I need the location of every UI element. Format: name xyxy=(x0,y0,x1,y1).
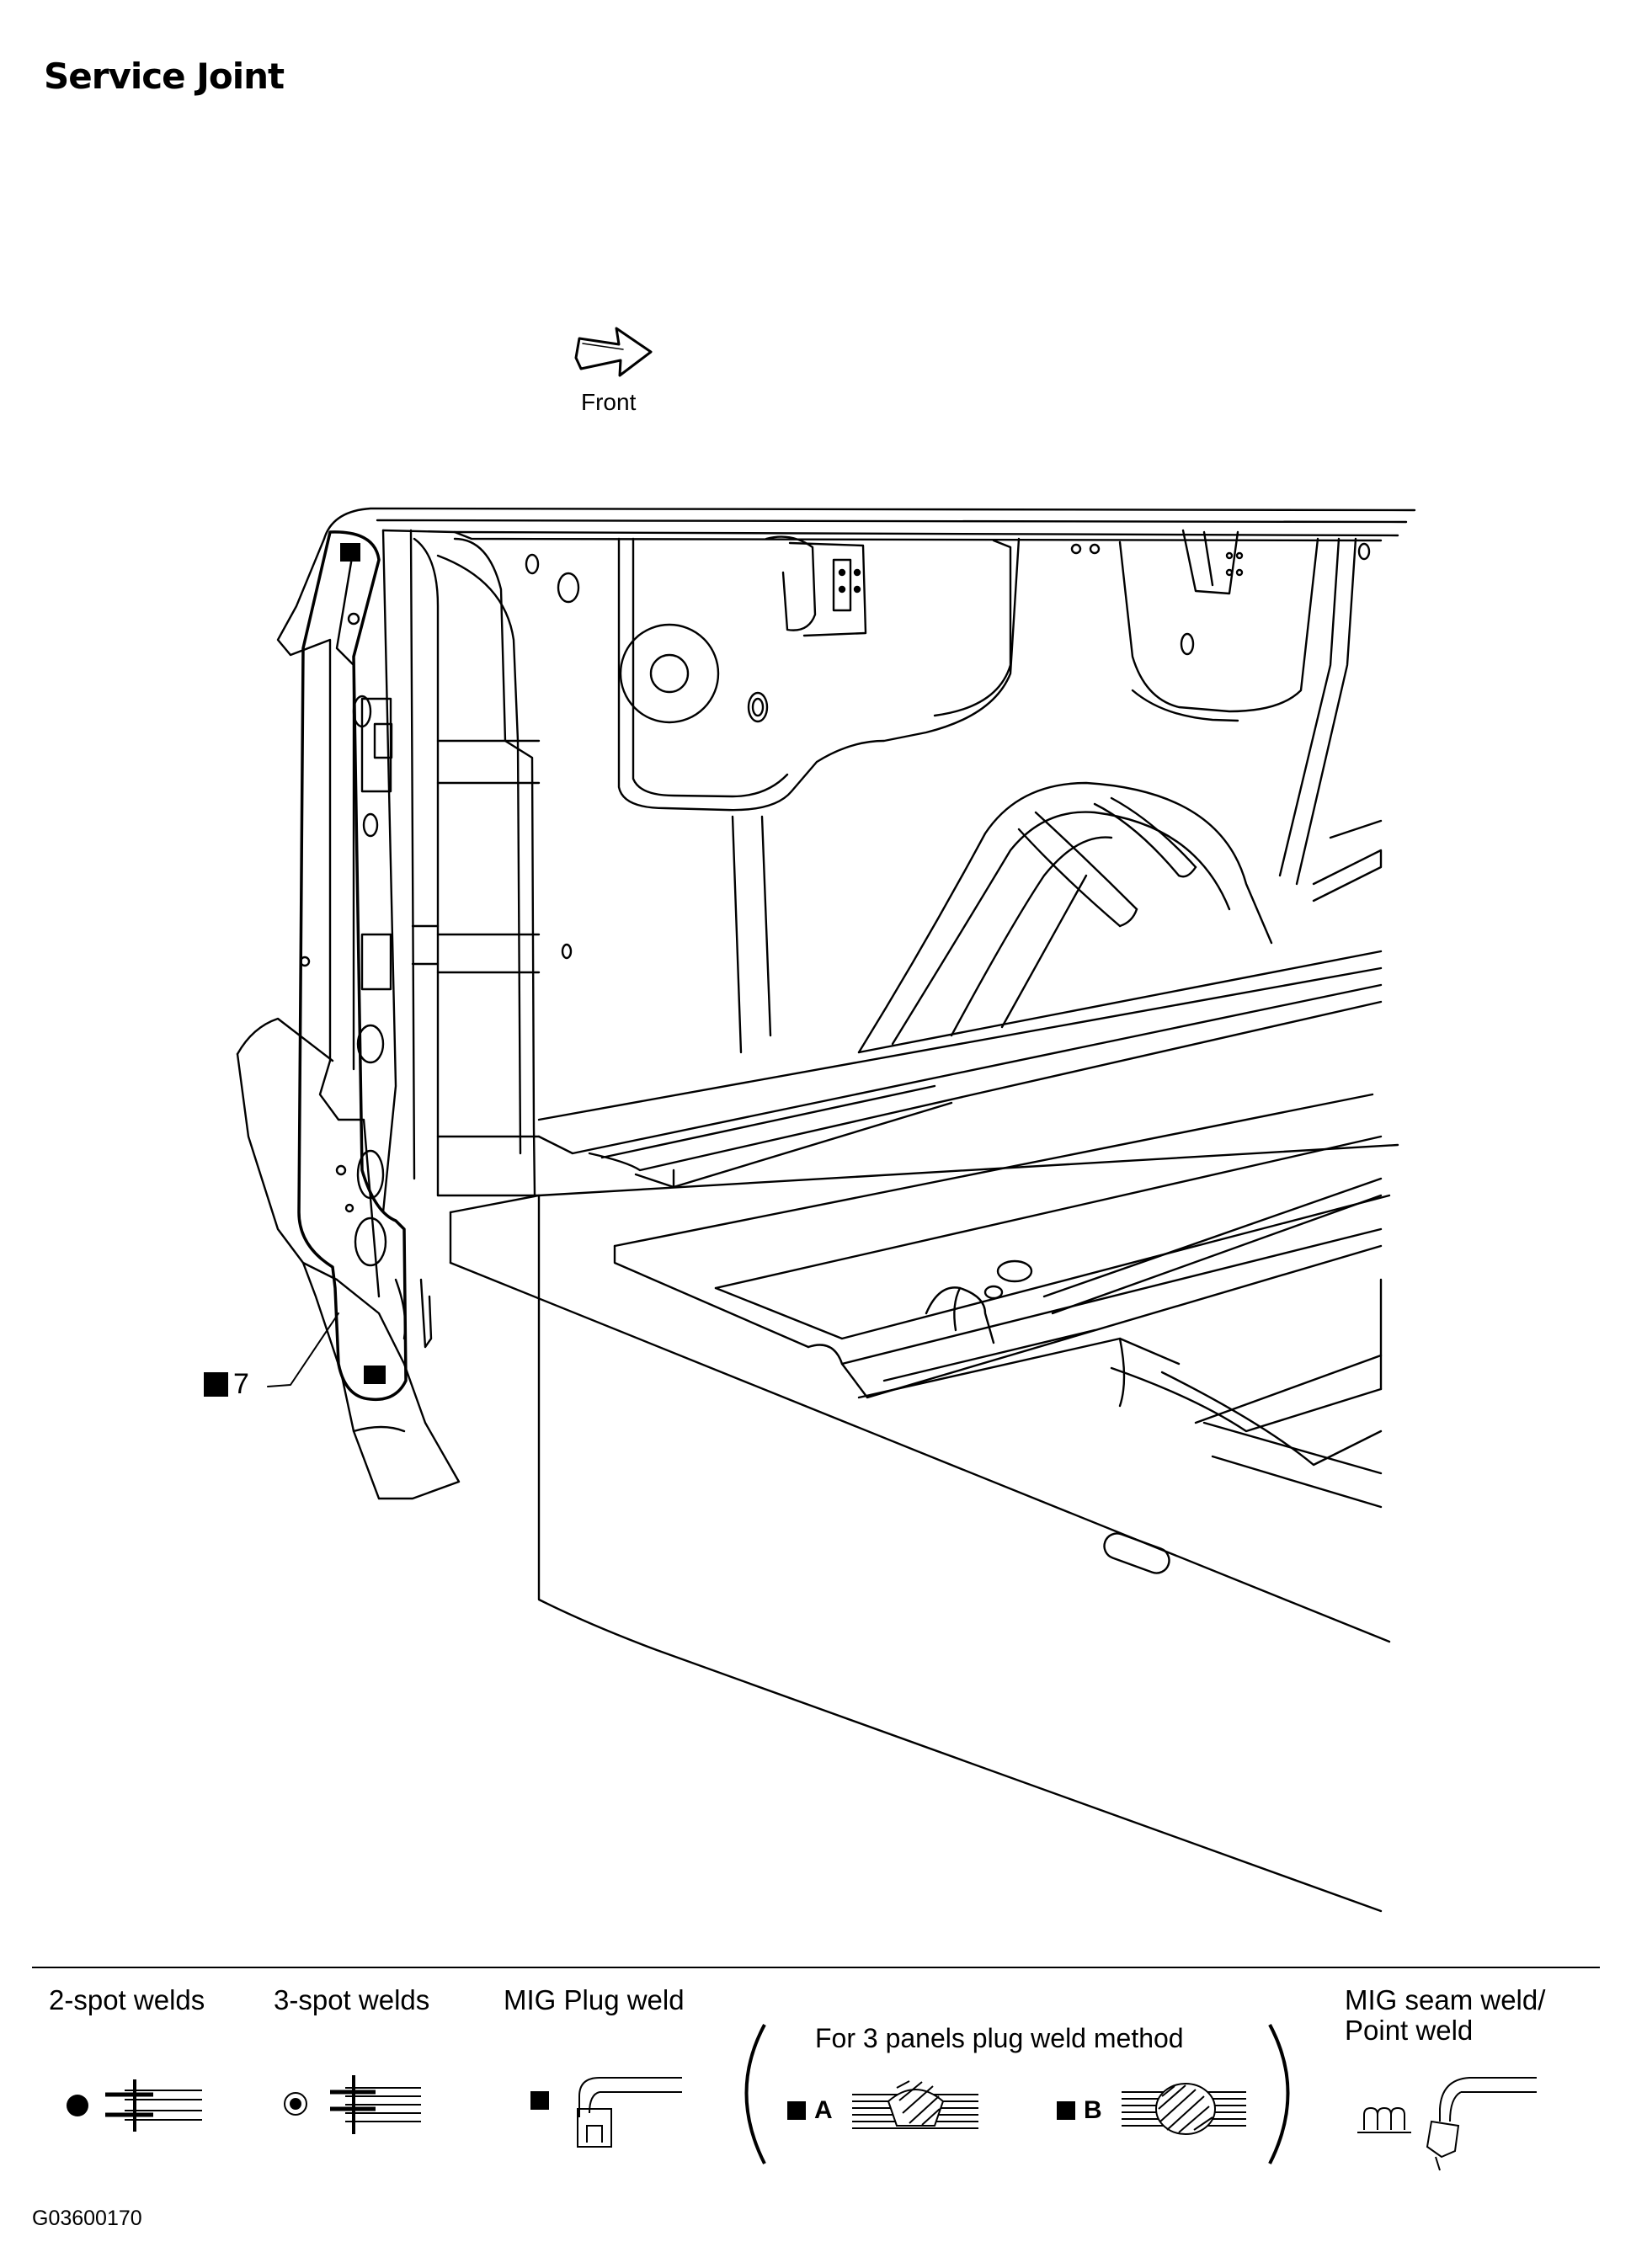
legend-method-a-label: A xyxy=(814,2096,833,2124)
three-spot-weld-icon xyxy=(284,2075,421,2134)
method-b-weld-icon xyxy=(1122,2083,1246,2135)
plug-weld-square-icon xyxy=(1057,2101,1075,2120)
bed-floor xyxy=(449,966,1399,1913)
weld-region-outline xyxy=(297,530,408,1402)
back-wall xyxy=(525,537,1383,1054)
plug-weld-square-icon xyxy=(787,2101,806,2120)
page-title: Service Joint xyxy=(44,56,285,97)
lower-bumper xyxy=(236,1017,461,1500)
corner-post xyxy=(276,529,541,1298)
legend-method-a: A xyxy=(787,2096,833,2125)
plug-weld-square-icon xyxy=(204,1372,228,1397)
wheel-well xyxy=(857,781,1383,1054)
figure-code: G03600170 xyxy=(32,2207,142,2230)
method-a-weld-icon xyxy=(852,2080,978,2129)
front-label: Front xyxy=(581,389,637,415)
tie-down-brackets xyxy=(765,529,1244,637)
plug-weld-marker-bottom xyxy=(364,1366,386,1384)
callout-number: 7 xyxy=(233,1368,249,1400)
legend-mig-seam-line1: MIG seam weld/ xyxy=(1345,1984,1546,2015)
legend-two-spot-label: 2-spot welds xyxy=(49,1984,205,2015)
front-arrow-icon xyxy=(574,327,653,377)
legend-paren-right xyxy=(1268,2024,1290,2164)
legend-mig-seam-line2: Point weld xyxy=(1345,2015,1474,2046)
legend-mig-plug-label: MIG Plug weld xyxy=(504,1984,685,2015)
mig-plug-weld-icon xyxy=(530,2077,682,2148)
mig-seam-weld-icon xyxy=(1357,2077,1537,2171)
legend-paren-left xyxy=(744,2024,766,2164)
callout-7: 7 xyxy=(204,1368,249,1401)
legend-mig-seam-label: MIG seam weld/ Point weld xyxy=(1345,1985,1545,2046)
legend-method-b-label: B xyxy=(1084,2096,1102,2124)
legend-method-b: B xyxy=(1057,2096,1102,2125)
legend-three-panel-label: For 3 panels plug weld method xyxy=(815,2023,1184,2053)
legend-three-spot-label: 3-spot welds xyxy=(274,1984,430,2015)
two-spot-weld-icon xyxy=(67,2079,202,2132)
callout-leader xyxy=(267,1312,339,1387)
plug-weld-marker-top xyxy=(340,543,360,562)
bed-top-rail xyxy=(322,507,1416,542)
